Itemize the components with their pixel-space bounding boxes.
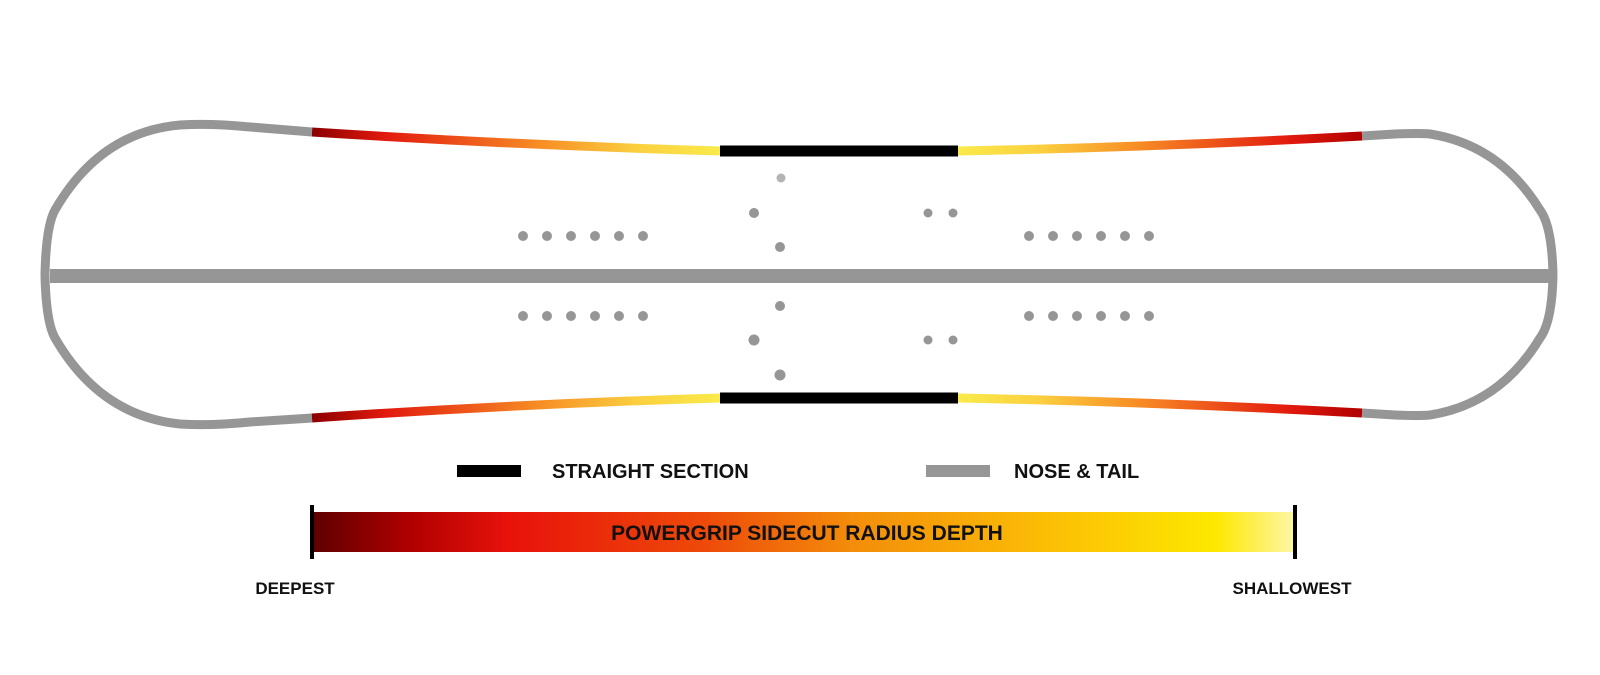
insert-dot <box>614 311 624 321</box>
insert-dot <box>1144 311 1154 321</box>
insert-dot <box>638 231 648 241</box>
insert-dot <box>923 208 933 218</box>
insert-dot <box>542 311 552 321</box>
insert-dot <box>775 242 785 252</box>
insert-dot <box>1144 231 1154 241</box>
sidecut-bottom-right <box>957 393 1363 418</box>
insert-dot <box>590 231 600 241</box>
insert-dot <box>1096 311 1106 321</box>
insert-dot <box>518 231 528 241</box>
insert-dot <box>1096 231 1106 241</box>
insert-dot <box>542 231 552 241</box>
insert-dot <box>1072 231 1082 241</box>
tail-outline <box>1361 129 1558 420</box>
insert-dot <box>1024 311 1034 321</box>
insert-dot <box>614 231 624 241</box>
insert-dot <box>923 335 933 345</box>
straight-section-label: STRAIGHT SECTION <box>552 461 749 483</box>
insert-dots <box>518 173 1154 381</box>
insert-dot <box>774 369 786 381</box>
insert-dot <box>638 311 648 321</box>
depth-scale: POWERGRIP SIDECUT RADIUS DEPTH DEEPEST S… <box>255 505 1352 598</box>
insert-dot <box>948 208 958 218</box>
shallowest-label: SHALLOWEST <box>1233 579 1353 598</box>
insert-dot <box>775 301 785 311</box>
depth-scale-title: POWERGRIP SIDECUT RADIUS DEPTH <box>611 522 1003 545</box>
insert-dot <box>566 231 576 241</box>
legend: STRAIGHT SECTION NOSE & TAIL <box>457 461 1139 483</box>
insert-dot <box>590 311 600 321</box>
nose-tail-swatch <box>926 465 990 477</box>
nose-tail-label: NOSE & TAIL <box>1014 461 1139 483</box>
insert-dot <box>748 334 760 346</box>
nose-outline <box>40 119 313 430</box>
depth-gradient-bar <box>312 512 1295 552</box>
insert-dot <box>566 311 576 321</box>
insert-dot <box>1120 311 1130 321</box>
insert-dot <box>948 335 958 345</box>
insert-dot <box>1048 231 1058 241</box>
insert-dot <box>1048 311 1058 321</box>
insert-dot <box>749 208 759 218</box>
sidecut-bottom-left <box>311 393 721 423</box>
sidecut-top-left <box>311 127 721 156</box>
straight-section-swatch <box>457 465 521 477</box>
insert-dot <box>1024 231 1034 241</box>
sidecut-top-right <box>957 131 1363 156</box>
insert-dot <box>776 173 786 183</box>
insert-dot <box>1072 311 1082 321</box>
insert-dot <box>1120 231 1130 241</box>
insert-dot <box>518 311 528 321</box>
deepest-label: DEEPEST <box>255 579 335 598</box>
